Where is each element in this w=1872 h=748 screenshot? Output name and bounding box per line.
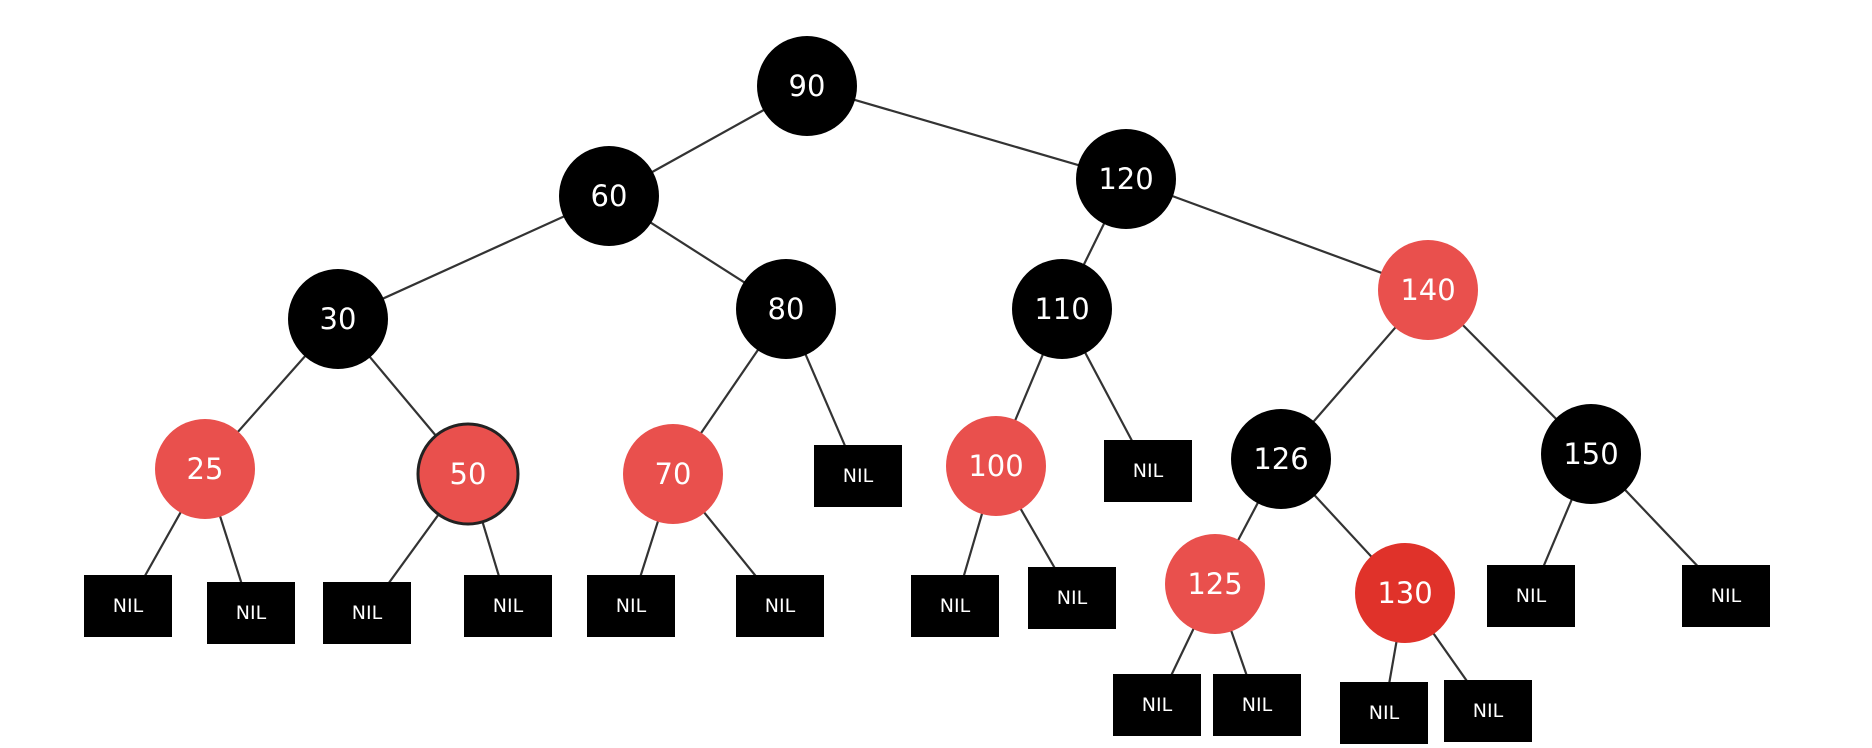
node-label: 120 [1098, 162, 1153, 196]
black-node-circle [559, 146, 659, 246]
tree-nodes: 90 60 120 30 80 110 140 25 50 70 100 126 150 125 130 [155, 36, 1641, 643]
nil-leaf-nil16: NIL [1444, 680, 1532, 742]
node-label: 90 [789, 69, 826, 103]
black-node-circle [288, 269, 388, 369]
edge-n120-n140 [1125, 177, 1429, 292]
node-label: 125 [1187, 567, 1242, 601]
edge-n90-n120 [806, 84, 1127, 181]
red-node-circle [1165, 534, 1265, 634]
black-node-circle [1076, 129, 1176, 229]
nil-leaf-nil3: NIL [323, 582, 411, 644]
nil-leaf-nil11: NIL [1487, 565, 1575, 627]
node-label: 110 [1034, 292, 1089, 326]
red-node-circle [1378, 240, 1478, 340]
tree-node-140: 140 [1378, 240, 1478, 340]
nil-label: NIL [236, 602, 267, 624]
tree-node-60: 60 [559, 146, 659, 246]
nil-box [1444, 680, 1532, 742]
nil-label: NIL [1516, 585, 1547, 607]
red-node-circle [155, 419, 255, 519]
nil-label: NIL [940, 595, 971, 617]
nil-leaf-nil13: NIL [1113, 674, 1201, 736]
nil-label: NIL [1711, 585, 1742, 607]
node-label: 80 [768, 292, 805, 326]
nil-label: NIL [765, 595, 796, 617]
nil-leaf-nil12: NIL [1682, 565, 1770, 627]
nil-leaf-nil8: NIL [1104, 440, 1192, 502]
nil-label: NIL [352, 602, 383, 624]
nil-leaf-nil7: NIL [814, 445, 902, 507]
black-node-circle [1231, 409, 1331, 509]
nil-label: NIL [1473, 700, 1504, 722]
nil-box [814, 445, 902, 507]
node-label: 140 [1400, 273, 1455, 307]
node-label: 130 [1377, 576, 1432, 610]
nil-leaf-nil10: NIL [1028, 567, 1116, 629]
nil-leaves: NIL NIL NIL NIL NIL NIL NIL NIL NIL NIL NIL NIL NIL N… [84, 440, 1770, 744]
red-node-circle [1355, 543, 1455, 643]
node-label: 50 [450, 457, 487, 491]
nil-box [911, 575, 999, 637]
node-label: 30 [320, 302, 357, 336]
nil-label: NIL [1242, 694, 1273, 716]
black-node-circle [1541, 404, 1641, 504]
nil-leaf-nil1: NIL [84, 575, 172, 637]
nil-box [1113, 674, 1201, 736]
nil-box [587, 575, 675, 637]
nil-label: NIL [113, 595, 144, 617]
nil-box [1028, 567, 1116, 629]
nil-label: NIL [1369, 702, 1400, 724]
node-label: 25 [187, 452, 224, 486]
black-node-circle [1012, 259, 1112, 359]
tree-node-125: 125 [1165, 534, 1265, 634]
node-label: 126 [1253, 442, 1308, 476]
tree-node-30: 30 [288, 269, 388, 369]
nil-leaf-nil6: NIL [736, 575, 824, 637]
nil-box [1487, 565, 1575, 627]
nil-leaf-nil15: NIL [1340, 682, 1428, 744]
tree-node-80: 80 [736, 259, 836, 359]
black-node-circle [736, 259, 836, 359]
nil-box [1340, 682, 1428, 744]
node-label: 150 [1563, 437, 1618, 471]
node-label: 100 [968, 449, 1023, 483]
red-node-circle [416, 422, 520, 526]
node-label: 60 [591, 179, 628, 213]
nil-label: NIL [1057, 587, 1088, 609]
nil-box [736, 575, 824, 637]
nil-label: NIL [616, 595, 647, 617]
nil-label: NIL [1142, 694, 1173, 716]
nil-leaf-nil2: NIL [207, 582, 295, 644]
red-node-circle [946, 416, 1046, 516]
tree-node-110: 110 [1012, 259, 1112, 359]
nil-box [323, 582, 411, 644]
tree-node-70: 70 [623, 424, 723, 524]
black-node-circle [757, 36, 857, 136]
node-label: 70 [655, 457, 692, 491]
nil-leaf-nil9: NIL [911, 575, 999, 637]
nil-box [207, 582, 295, 644]
nil-box [1104, 440, 1192, 502]
tree-node-126: 126 [1231, 409, 1331, 509]
tree-node-100: 100 [946, 416, 1046, 516]
nil-label: NIL [843, 465, 874, 487]
nil-leaf-nil4: NIL [464, 575, 552, 637]
nil-label: NIL [493, 595, 524, 617]
tree-node-50: 50 [416, 422, 520, 526]
tree-node-150: 150 [1541, 404, 1641, 504]
tree-node-90: 90 [757, 36, 857, 136]
tree-node-120: 120 [1076, 129, 1176, 229]
tree-node-25: 25 [155, 419, 255, 519]
nil-box [1682, 565, 1770, 627]
nil-box [1213, 674, 1301, 736]
nil-leaf-nil5: NIL [587, 575, 675, 637]
nil-box [464, 575, 552, 637]
tree-node-130: 130 [1355, 543, 1455, 643]
nil-leaf-nil14: NIL [1213, 674, 1301, 736]
nil-box [84, 575, 172, 637]
nil-label: NIL [1133, 460, 1164, 482]
red-node-circle [623, 424, 723, 524]
